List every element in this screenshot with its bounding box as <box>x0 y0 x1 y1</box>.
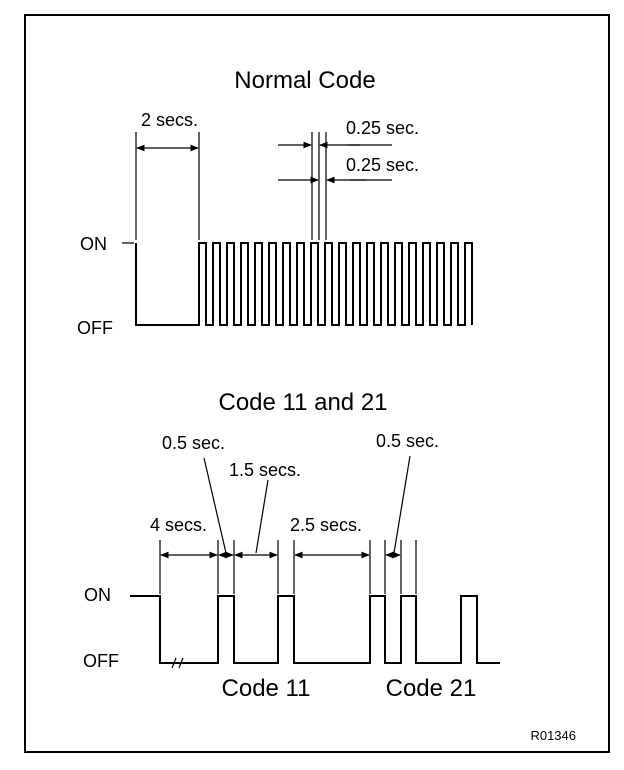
code-21-label: Code 21 <box>386 675 477 702</box>
figure-frame <box>24 14 610 753</box>
code11-21-title: Code 11 and 21 <box>218 389 387 416</box>
figure-ref-code: R01346 <box>530 728 576 743</box>
normal-dim-off-label: 0.25 sec. <box>346 155 419 175</box>
code-on-label: ON <box>84 585 111 605</box>
code-dim-gap-label: 1.5 secs. <box>229 460 301 480</box>
code-dim-gap-leader <box>255 479 269 554</box>
code-break-mark <box>171 657 184 669</box>
code-dim-between-label: 2.5 secs. <box>290 515 362 535</box>
normal-code-title: Normal Code <box>234 67 375 94</box>
code-dim-pulse-label: 0.5 sec. <box>162 433 225 453</box>
code-off-label: OFF <box>83 651 119 671</box>
code-11-label: Code 11 <box>222 675 311 702</box>
code-11-21-waveform <box>130 595 500 664</box>
normal-dim-2secs-label: 2 secs. <box>141 110 198 130</box>
normal-code-waveform <box>135 242 473 326</box>
code-dim-pulse-leader <box>203 457 227 554</box>
code-dim-pulse2-leader <box>393 455 411 554</box>
normal-on-label: ON <box>80 234 107 254</box>
normal-off-label: OFF <box>77 318 113 338</box>
normal-dim-on-label: 0.25 sec. <box>346 118 419 138</box>
code-dim-4secs-label: 4 secs. <box>150 515 207 535</box>
code-dim-pulse2-label: 0.5 sec. <box>376 431 439 451</box>
